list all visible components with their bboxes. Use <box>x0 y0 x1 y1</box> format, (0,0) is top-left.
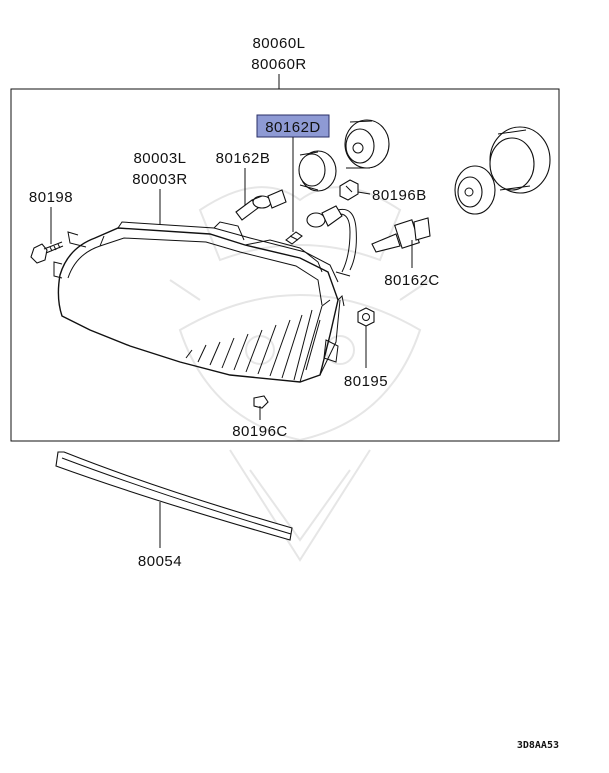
assembly-label-left: 80060L <box>252 35 305 52</box>
label-80196C: 80196C <box>232 423 288 440</box>
trim-strip-80054 <box>55 451 293 541</box>
screw-80198 <box>30 241 64 264</box>
label-80198: 80198 <box>29 189 73 206</box>
lamp-ring <box>489 126 551 194</box>
nut-80195 <box>357 307 375 327</box>
label-80195: 80195 <box>344 373 388 390</box>
headlamp-housing <box>53 221 345 383</box>
headlamp-label-right: 80003R <box>132 171 188 188</box>
leader-80196B <box>357 191 371 195</box>
clip-80196B <box>339 179 359 201</box>
bulb-80162D <box>285 231 303 245</box>
socket-cap <box>344 119 390 169</box>
label-80162B: 80162B <box>216 150 271 167</box>
headlamp-label-left: 80003L <box>133 150 186 167</box>
bulb-80162B <box>235 189 287 221</box>
bulb-80162C <box>371 217 431 253</box>
label-80054: 80054 <box>138 553 182 570</box>
assembly-label-right: 80060R <box>251 56 307 73</box>
assembly-frame <box>10 88 560 442</box>
clip-80196C <box>253 395 269 412</box>
reference-code: 3D8AA53 <box>517 740 559 751</box>
label-80162C: 80162C <box>384 272 440 289</box>
label-80196B: 80196B <box>372 187 427 204</box>
wire-socket <box>306 205 357 277</box>
socket-ring <box>298 150 337 192</box>
reflector-cup <box>454 165 496 215</box>
label-80162D: 80162D <box>265 119 321 136</box>
